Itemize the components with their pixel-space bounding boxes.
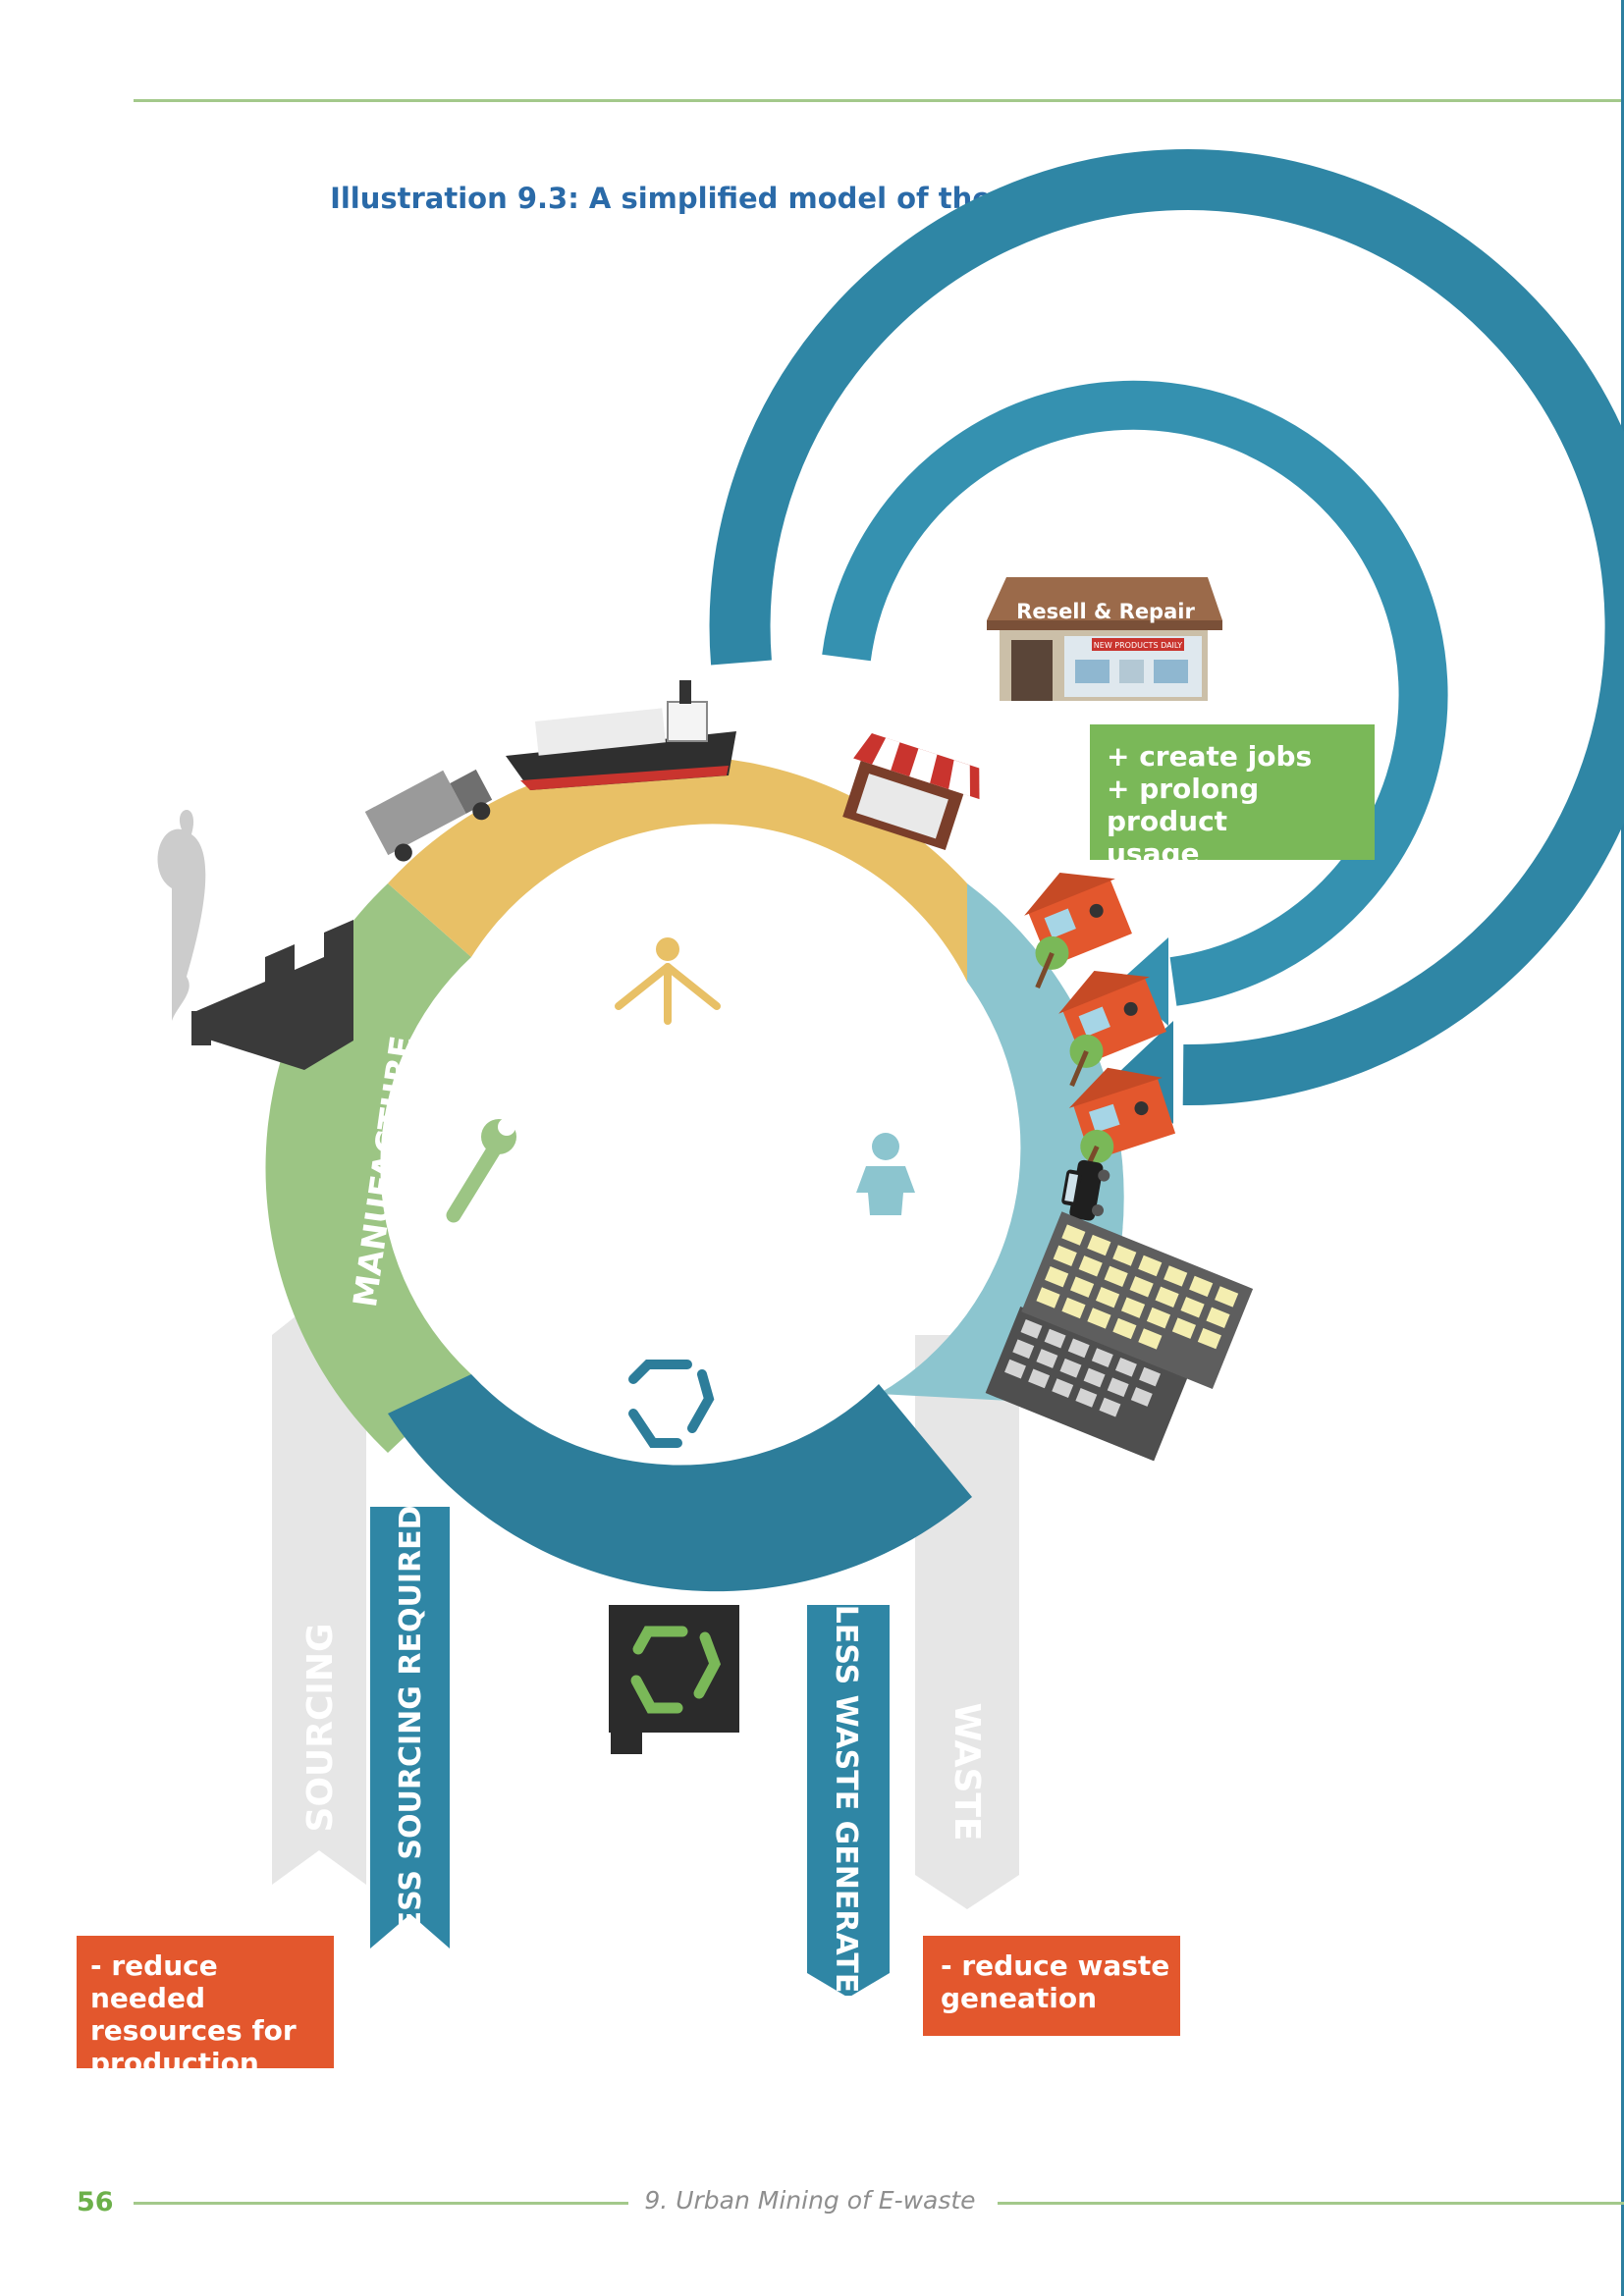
ship-icon bbox=[506, 680, 736, 790]
truck-icon bbox=[364, 769, 493, 862]
reduce-waste-callout: - reduce waste geneation bbox=[923, 1936, 1180, 2036]
footer-rule-left bbox=[134, 2202, 628, 2205]
less-sourcing-arrow bbox=[370, 1507, 450, 1949]
car-icon bbox=[1061, 1159, 1110, 1221]
recycle-icon bbox=[628, 1360, 715, 1448]
jobs-callout: + create jobs + prolong product usage bbox=[1090, 724, 1375, 870]
footer-chapter-title: 9. Urban Mining of E-waste bbox=[644, 2186, 976, 2215]
repair-loop bbox=[709, 149, 1624, 1106]
sourcing-label: SOURCING bbox=[300, 1624, 341, 1833]
person-icon bbox=[856, 1133, 915, 1215]
page-number: 56 bbox=[77, 2187, 114, 2217]
sourcing-arrow bbox=[272, 1298, 366, 1885]
distribution-segment bbox=[388, 756, 967, 982]
waste-label: WASTE bbox=[947, 1702, 987, 1841]
reuse-label: REUSE bbox=[1180, 458, 1298, 572]
less-waste-label: LESS WASTE GENERATED bbox=[829, 1605, 863, 2017]
distribution-icon bbox=[615, 937, 721, 1025]
store-icon bbox=[842, 732, 980, 850]
wrench-icon bbox=[446, 1118, 516, 1223]
recycle-segment bbox=[388, 1374, 972, 1592]
house-icon bbox=[1024, 873, 1132, 989]
less-waste-arrow bbox=[807, 1605, 890, 1998]
distribution-label: DISTRIBUTION bbox=[542, 844, 827, 916]
page-edge bbox=[1621, 0, 1624, 2296]
reduce-resources-callout: - reduce needed resources for production bbox=[77, 1936, 334, 2079]
resell-repair-shop-icon: NEW PRODUCTS DAILY Resell & Repair bbox=[987, 577, 1222, 701]
reuse-loop bbox=[822, 380, 1448, 1006]
recycling-bin-icon bbox=[609, 1605, 739, 1754]
office-buildings-icon bbox=[985, 1211, 1254, 1462]
use-label: USE bbox=[959, 1147, 998, 1218]
footer-rule-right bbox=[998, 2202, 1624, 2205]
factory-icon bbox=[157, 810, 353, 1070]
inner-circle bbox=[407, 908, 928, 1428]
house-icon bbox=[1058, 971, 1166, 1088]
less-sourcing-label: LESS SOURCING REQUIRED bbox=[394, 1506, 428, 1950]
shop-sign-text: Resell & Repair bbox=[1016, 600, 1195, 623]
top-rule bbox=[134, 99, 1624, 102]
shop-banner-text: NEW PRODUCTS DAILY bbox=[1094, 641, 1183, 650]
